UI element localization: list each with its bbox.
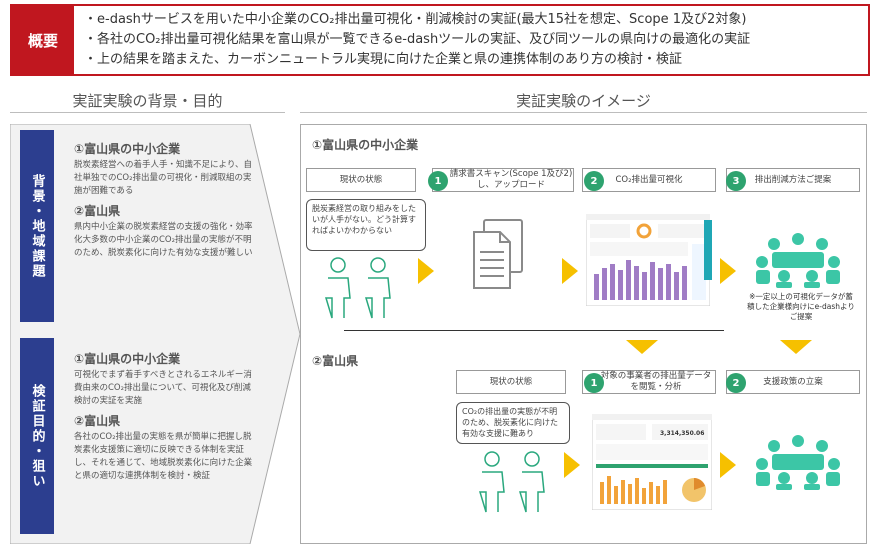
meeting-icon — [756, 435, 840, 490]
arrow-down — [626, 340, 658, 354]
step-box: 支援政策の立案 — [726, 370, 860, 394]
item-heading: ①富山県の中小企業 — [74, 142, 181, 156]
divider — [300, 112, 867, 113]
speech-bubble: CO₂の排出量の実態が不明のため、脱炭素化に向けた有効な支援に難あり — [456, 402, 570, 444]
item-text: 脱炭素経営への着手人手・知識不足により、自社単独でのCO₂排出量の可視化・削減取… — [74, 160, 252, 196]
overview-line: ・上の結果を踏まえた、カーボンニュートラル実現に向けた企業と県の連携体制のあり方… — [84, 52, 683, 67]
step-number: 3 — [726, 171, 746, 191]
divider — [10, 112, 285, 113]
item-text: 可視化でまず着手すべきとされるエネルギー消費由来のCO₂排出量について、可視化及… — [74, 370, 252, 406]
overview-box: 概要 ・e-dashサービスを用いた中小企業のCO₂排出量可視化・削減検討の実証… — [10, 4, 870, 76]
step-number: 2 — [584, 171, 604, 191]
section-purpose-content: ①富山県の中小企業 可視化でまず着手すべきとされるエネルギー消費由来のCO₂排出… — [74, 350, 254, 483]
item-heading: ①富山県の中小企業 — [74, 352, 181, 366]
item-text: 県内中小企業の脱炭素経営の支援の強化・効率化大多数の中小企業のCO₂排出量の実態… — [74, 222, 253, 258]
document-icon — [473, 219, 523, 289]
overview-lines: ・e-dashサービスを用いた中小企業のCO₂排出量可視化・削減検討の実証(最大… — [84, 10, 864, 70]
step-box: 請求書スキャン(Scope 1及び2)し、アップロード — [432, 168, 574, 192]
prefecture-dashboard-screenshot — [592, 414, 712, 510]
overview-line: ・各社のCO₂排出量可視化結果を富山県が一覧できるe-dashツールの実証、及び… — [84, 32, 751, 47]
section-label-background: 背景・地域課題 — [20, 130, 54, 322]
item-heading: ②富山県 — [74, 204, 121, 218]
section-background-content: ①富山県の中小企業 脱炭素経営への着手人手・知識不足により、自社単独でのCO₂排… — [74, 140, 254, 260]
arrow-down — [780, 340, 812, 354]
section-label-purpose: 検証目的・狙い — [20, 338, 54, 534]
arrow-right — [564, 452, 580, 478]
step-box: CO₂排出量可視化 — [582, 168, 716, 192]
row-separator — [344, 330, 724, 331]
current-state-box: 現状の状態 — [306, 168, 416, 192]
proposal-note: ※一定以上の可視化データが蓄積した企業様向けにe-dashよりご提案 — [747, 292, 855, 321]
step-box: 排出削減方法ご提案 — [726, 168, 860, 192]
step-number: 1 — [584, 373, 604, 393]
right-title: 実証実験のイメージ — [516, 92, 651, 110]
people-icon — [324, 257, 391, 319]
arrow-right — [720, 258, 736, 284]
step-number: 2 — [726, 373, 746, 393]
arrow-right — [418, 258, 434, 284]
meeting-icon — [756, 233, 840, 288]
people-icon — [478, 451, 545, 513]
left-chevron — [10, 124, 300, 544]
arrow-right — [720, 452, 736, 478]
left-title: 実証実験の背景・目的 — [72, 92, 223, 110]
scrollbar-accent — [704, 220, 712, 280]
right-panel — [300, 124, 867, 544]
step-box: 対象の事業者の排出量データを閲覧・分析 — [582, 370, 716, 394]
item-heading: ②富山県 — [74, 414, 121, 428]
arrow-right — [562, 258, 578, 284]
dashboard-screenshot — [586, 214, 710, 306]
item-text: 各社のCO₂排出量の実態を県が簡単に把握し脱炭素化支援策に適切に反映できる体制を… — [74, 432, 253, 481]
row2-heading: ②富山県 — [312, 354, 359, 368]
step-number: 1 — [428, 171, 448, 191]
row1-heading: ①富山県の中小企業 — [312, 138, 419, 152]
overview-line: ・e-dashサービスを用いた中小企業のCO₂排出量可視化・削減検討の実証(最大… — [84, 12, 747, 27]
current-state-box: 現状の状態 — [456, 370, 566, 394]
dashboard-value: 3,314,350.06 — [660, 430, 705, 437]
overview-tag: 概要 — [12, 6, 74, 74]
speech-bubble: 脱炭素経営の取り組みをしたいが人手がない。どう計算すればよいかわからない — [306, 199, 426, 251]
